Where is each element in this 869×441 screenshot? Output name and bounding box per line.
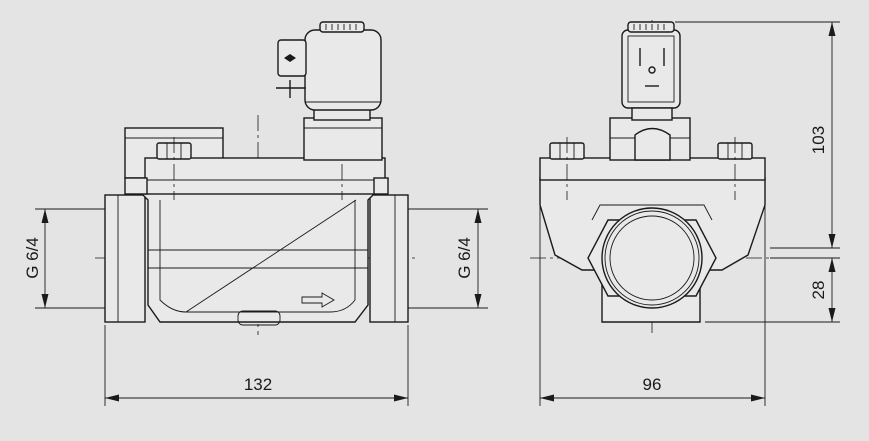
dim-port-right-label: G 6/4 [455,237,474,279]
dim-width-side-label: 96 [643,375,662,394]
dim-width-front-label: 132 [244,375,272,394]
dimension-port-right: G 6/4 [408,208,488,309]
dimension-width-side: 96 [539,206,766,406]
dim-port-left-label: G 6/4 [23,237,42,279]
front-view [95,21,418,335]
dim-height-total-label: 103 [809,126,828,154]
dimension-height-total: 103 [675,21,840,249]
dimension-port-left: G 6/4 [23,208,105,309]
dimension-width-front: 132 [104,325,409,406]
dimension-height-axis: 28 [705,257,840,323]
dim-height-axis-label: 28 [809,281,828,300]
side-view [530,20,770,335]
